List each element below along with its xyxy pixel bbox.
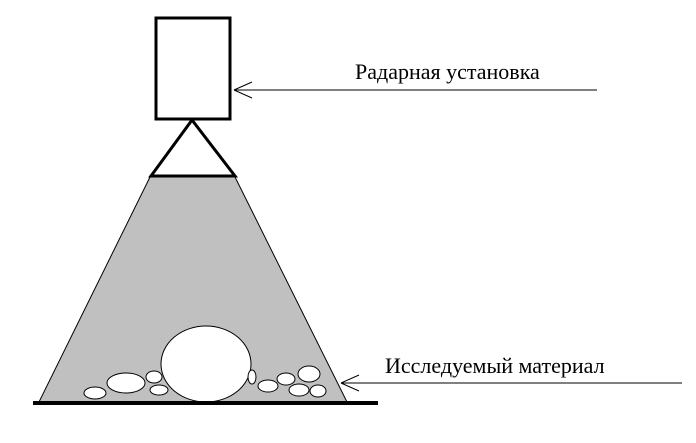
particle bbox=[145, 370, 163, 384]
radar-pointer-arrow bbox=[233, 81, 597, 99]
particle bbox=[309, 384, 327, 398]
particle bbox=[297, 365, 321, 383]
particle-large bbox=[160, 325, 252, 403]
radar-label: Радарная установка bbox=[355, 59, 540, 84]
material-label: Исследуемый материал bbox=[385, 353, 605, 378]
particle bbox=[257, 379, 279, 393]
particle bbox=[106, 372, 146, 394]
radar-unit-box bbox=[154, 16, 232, 121]
particle bbox=[149, 384, 169, 396]
material-pointer-arrow bbox=[340, 374, 682, 392]
particle bbox=[276, 372, 296, 386]
particle bbox=[83, 386, 107, 400]
particle bbox=[247, 369, 257, 385]
radar-antenna-triangle bbox=[148, 117, 239, 178]
particle bbox=[288, 383, 310, 397]
material-particles bbox=[83, 325, 327, 403]
